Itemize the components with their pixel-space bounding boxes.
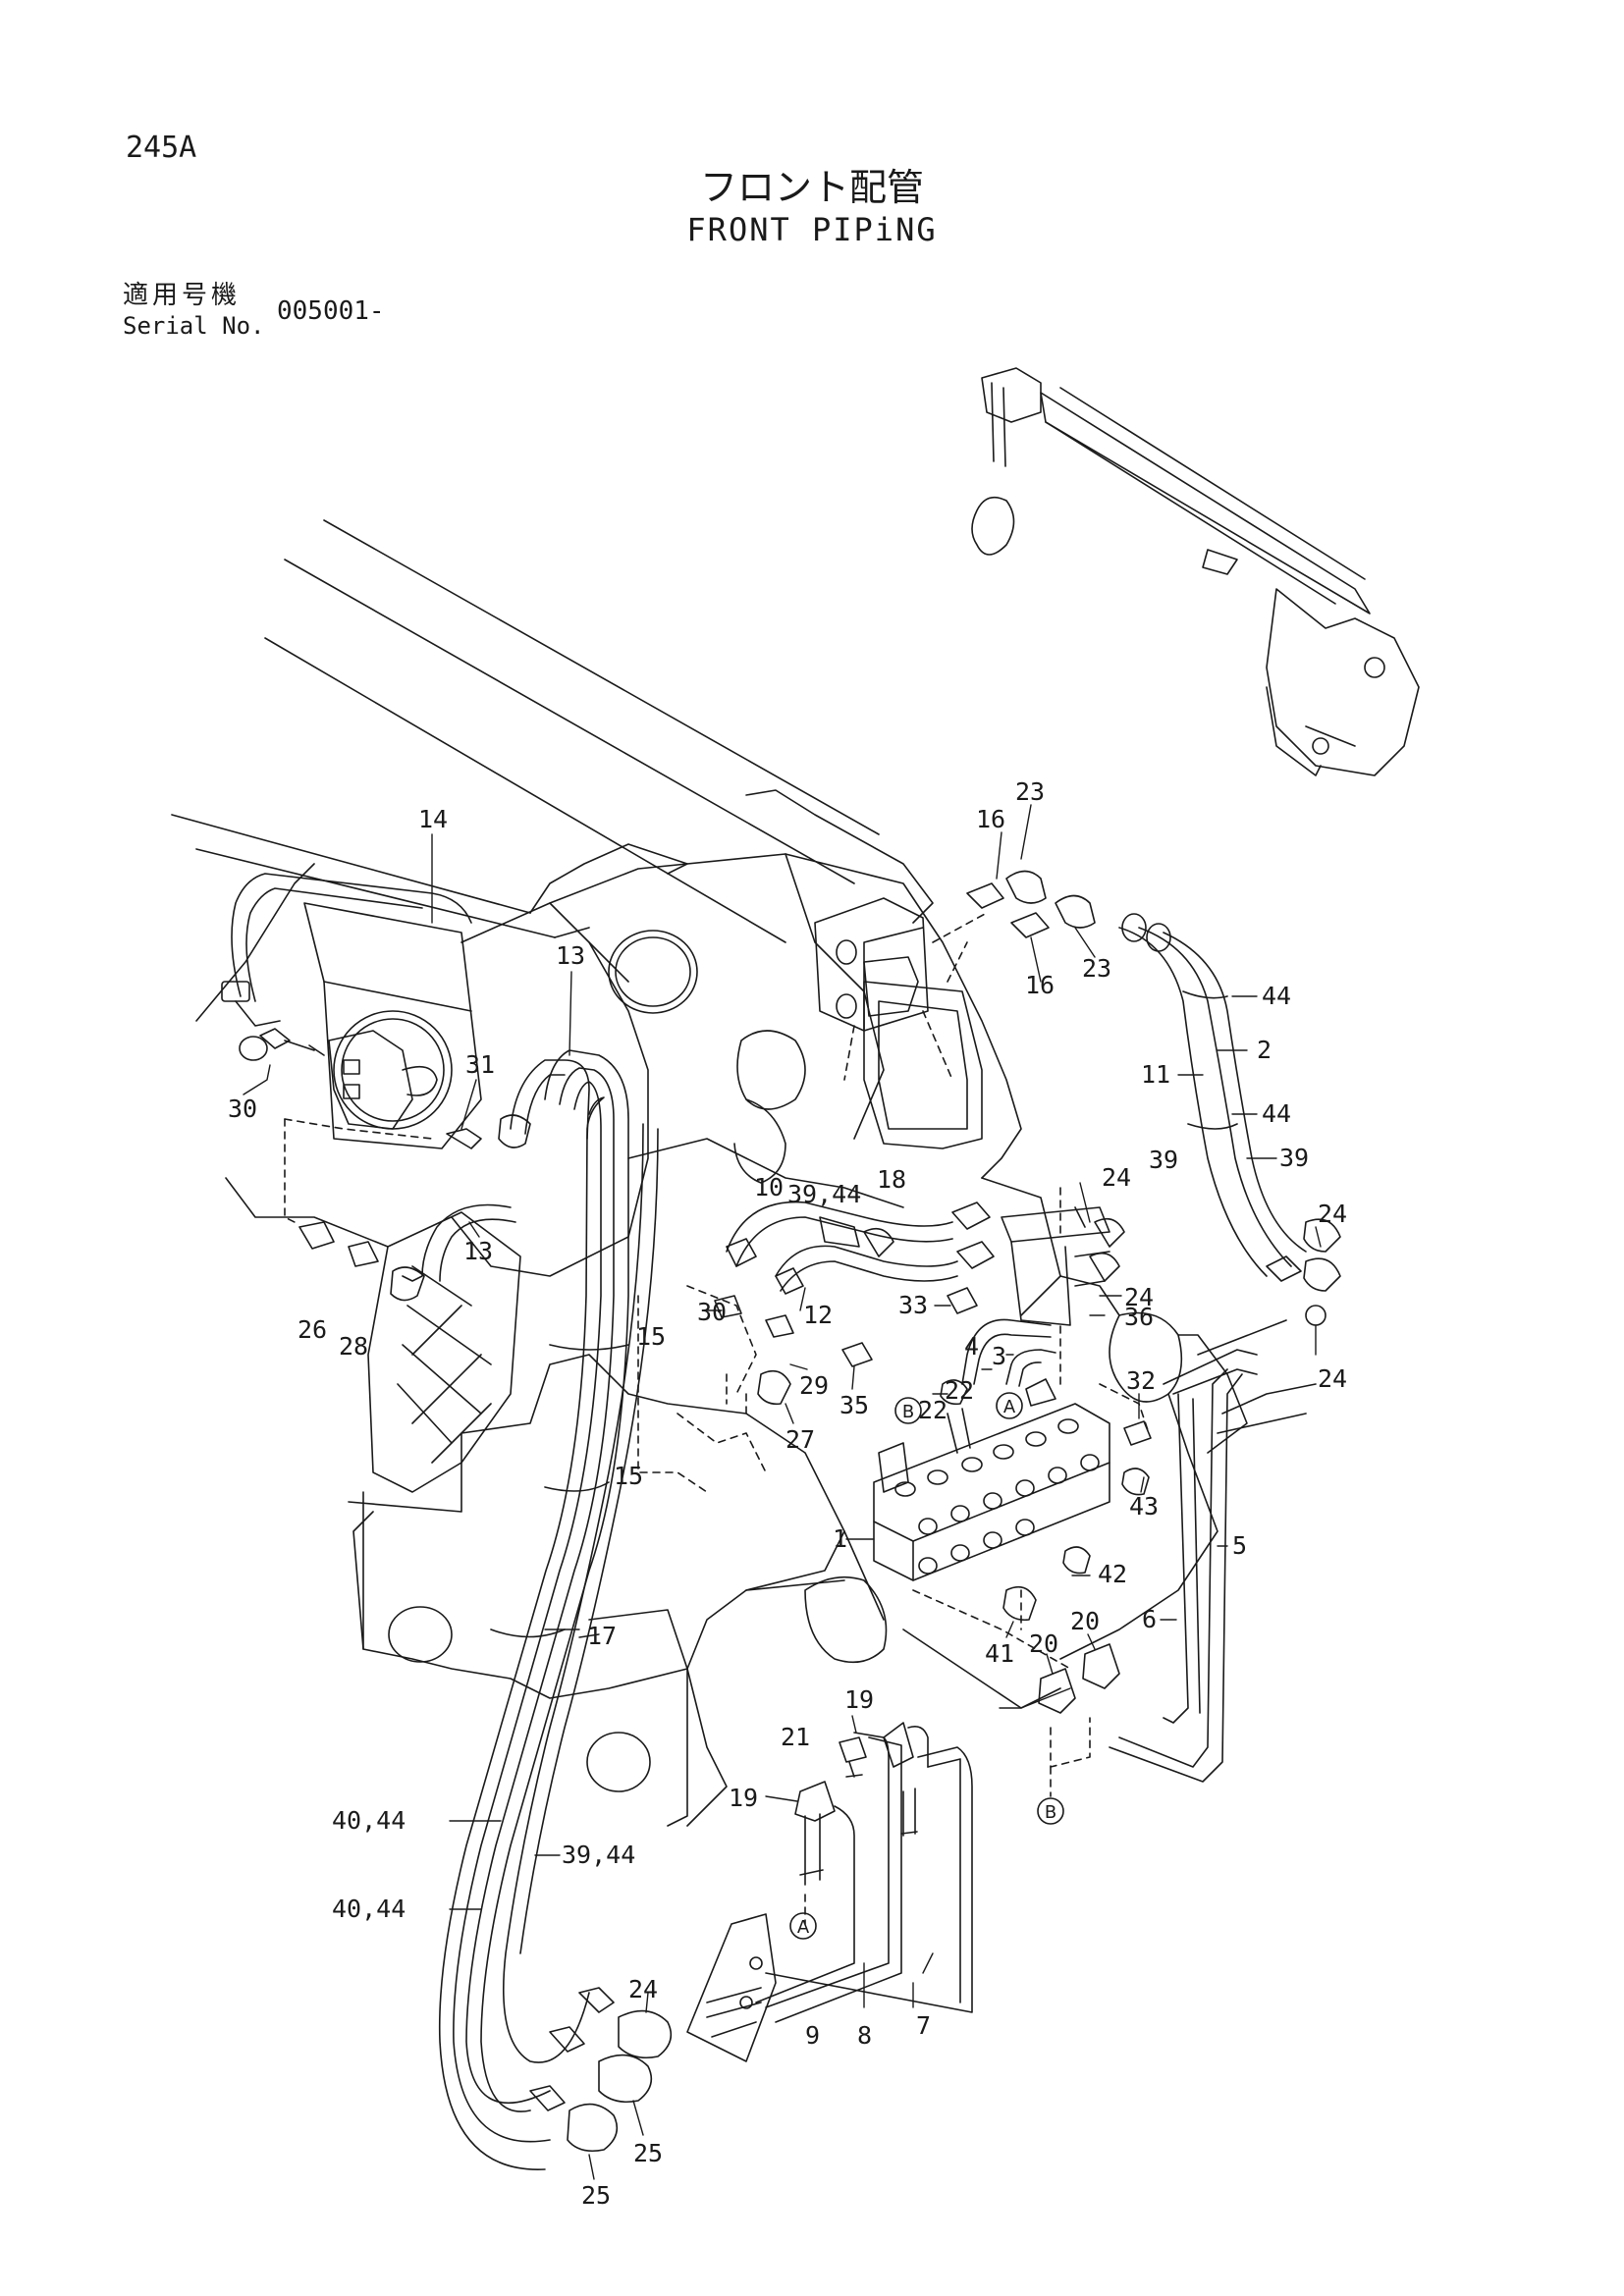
callout-25: 25	[581, 2181, 611, 2210]
serial-label-japanese: 適用号機	[123, 281, 242, 310]
callout-4: 4	[964, 1332, 979, 1361]
page-title-english: FRONT PIPiNG	[686, 211, 938, 248]
callout-10: 10	[754, 1173, 784, 1201]
callout-13: 13	[463, 1237, 493, 1265]
callout-35: 35	[839, 1391, 869, 1419]
callout-41: 41	[985, 1639, 1014, 1668]
callout-11: 11	[1141, 1060, 1170, 1089]
callout-22: 22	[945, 1376, 974, 1405]
upper-right-valve-block	[814, 870, 1341, 1326]
callout-26: 26	[298, 1315, 327, 1344]
manifold-block	[873, 1319, 1317, 1783]
lower-pipes	[686, 1722, 973, 2062]
page-code: 245A	[126, 131, 197, 165]
callout-19: 19	[729, 1784, 758, 1812]
callout-19: 19	[844, 1685, 874, 1714]
callout-22: 22	[918, 1396, 947, 1424]
boom-outline	[171, 519, 934, 943]
serial-label-english: Serial No.	[123, 312, 265, 340]
callout-40-44: 40,44	[332, 1806, 406, 1835]
marker-b-lower: B	[1045, 1802, 1056, 1823]
callout-44: 44	[1262, 982, 1291, 1010]
callout-16: 16	[1025, 971, 1055, 999]
callout-39: 39	[1279, 1144, 1309, 1172]
callout-23: 23	[1082, 954, 1111, 983]
callout-18: 18	[877, 1165, 906, 1194]
assembly-reference-lines	[284, 912, 1150, 1925]
serial-number-value: 005001-	[277, 296, 385, 326]
callout-17: 17	[587, 1622, 617, 1650]
callout-13: 13	[556, 941, 585, 970]
callout-15: 15	[614, 1462, 643, 1490]
callout-7: 7	[916, 2011, 931, 2040]
callout-40-44: 40,44	[332, 1895, 406, 1923]
marker-a-lower: A	[797, 1917, 810, 1938]
callout-44: 44	[1262, 1099, 1291, 1128]
callout-24: 24	[628, 1975, 658, 2003]
callout-1: 1	[833, 1524, 847, 1553]
callout-30: 30	[228, 1095, 257, 1123]
callout-2: 2	[1257, 1036, 1272, 1064]
callout-39: 39	[1149, 1146, 1178, 1174]
hoist-motor-assembly	[221, 873, 590, 1302]
callout-42: 42	[1098, 1560, 1127, 1588]
callout-23: 23	[1015, 777, 1045, 806]
callout-25: 25	[633, 2139, 663, 2167]
callout-21: 21	[781, 1723, 810, 1751]
callout-3: 3	[992, 1342, 1006, 1370]
page-title-japanese: フロント配管	[699, 166, 924, 209]
callout-30: 30	[697, 1298, 727, 1326]
callout-9: 9	[805, 2021, 820, 2050]
callout-20: 20	[1029, 1629, 1058, 1658]
callout-43: 43	[1129, 1492, 1159, 1521]
marker-a-upper: A	[1003, 1397, 1016, 1417]
callout-31: 31	[465, 1050, 495, 1079]
callout-20: 20	[1070, 1607, 1100, 1635]
callout-27: 27	[785, 1425, 815, 1454]
callout-24: 24	[1318, 1364, 1347, 1393]
callout-15: 15	[636, 1322, 666, 1351]
callout-29: 29	[799, 1371, 829, 1400]
callout-24: 24	[1318, 1200, 1347, 1228]
callout-33: 33	[898, 1291, 928, 1319]
callout-24: 24	[1124, 1283, 1154, 1311]
callout-36: 36	[1124, 1303, 1154, 1331]
callout-12: 12	[803, 1301, 833, 1329]
boom-bracket-body	[195, 853, 1248, 1827]
callout-leader-lines	[243, 804, 1322, 2180]
callout-8: 8	[857, 2021, 872, 2050]
callout-numbers: 14 13 13 31 30 30 26 28 15 15 16 16 23 2…	[228, 777, 1347, 2210]
callout-32: 32	[1126, 1366, 1156, 1395]
marker-b-upper: B	[902, 1402, 914, 1422]
callout-5: 5	[1232, 1531, 1247, 1560]
middle-hose-fittings	[714, 1201, 1125, 1406]
crane-overview-illustration	[971, 367, 1420, 776]
callout-24: 24	[1102, 1163, 1131, 1192]
callout-39-44: 39,44	[562, 1841, 635, 1869]
callout-16: 16	[976, 805, 1005, 833]
reference-marker-circles	[789, 1392, 1064, 1940]
main-hose-bundle	[438, 1049, 673, 2170]
callout-6: 6	[1142, 1605, 1157, 1633]
callout-28: 28	[339, 1332, 368, 1361]
callout-14: 14	[418, 805, 448, 833]
callout-39-44: 39,44	[787, 1180, 861, 1208]
